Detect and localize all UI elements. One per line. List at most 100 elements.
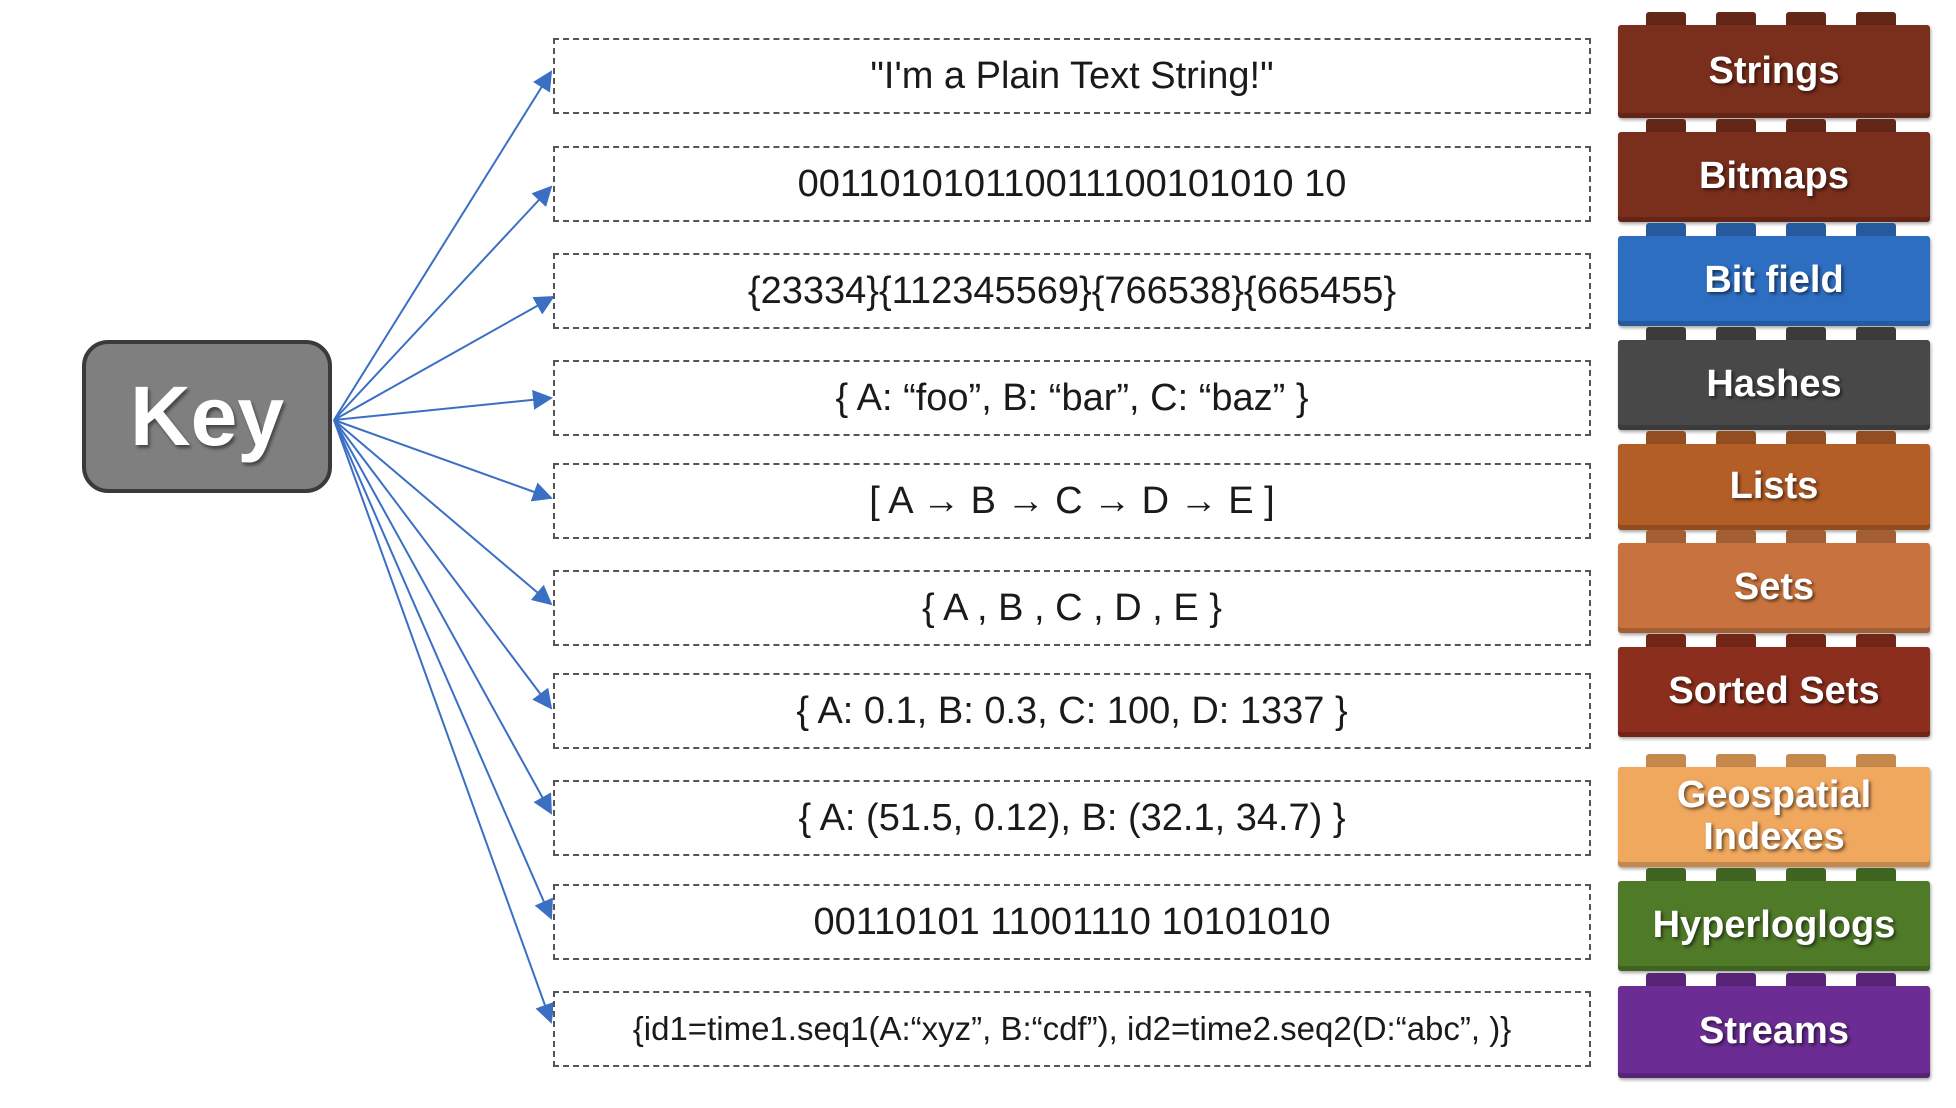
brick-stud — [1716, 530, 1756, 543]
brick-stud — [1646, 530, 1686, 543]
brick-stud — [1856, 223, 1896, 236]
brick-stud — [1786, 530, 1826, 543]
type-label: Streams — [1699, 1010, 1849, 1053]
brick-stud — [1716, 754, 1756, 767]
brick-stud — [1786, 431, 1826, 444]
brick-stud — [1786, 973, 1826, 986]
type-brick: Hashes — [1618, 327, 1930, 430]
value-box: {id1=time1.seq1(A:“xyz”, B:“cdf”), id2=t… — [553, 991, 1591, 1067]
value-box: 001101010110011100101010 10 — [553, 146, 1591, 222]
type-brick: Geospatial Indexes — [1618, 754, 1930, 867]
type-label-box: Hashes — [1618, 340, 1930, 430]
type-brick: Hyperloglogs — [1618, 868, 1930, 971]
value-box: [ A → B → C → D → E ] — [553, 463, 1591, 539]
type-label: Bitmaps — [1699, 155, 1849, 198]
brick-stud — [1646, 119, 1686, 132]
brick-stud — [1716, 119, 1756, 132]
value-text: { A: (51.5, 0.12), B: (32.1, 34.7) } — [798, 796, 1346, 839]
brick-stud — [1716, 973, 1756, 986]
type-label-box: Sets — [1618, 543, 1930, 633]
brick-stud — [1646, 754, 1686, 767]
value-text: { A: “foo”, B: “bar”, C: “baz” } — [835, 376, 1309, 419]
key-arrow — [333, 389, 553, 421]
brick-stud — [1716, 431, 1756, 444]
value-text: 00110101 11001110 10101010 — [813, 900, 1331, 943]
brick-stud — [1716, 634, 1756, 647]
value-box: "I'm a Plain Text String!" — [553, 38, 1591, 114]
key-arrow — [333, 419, 555, 1024]
value-text: "I'm a Plain Text String!" — [870, 54, 1274, 97]
value-text: { A: 0.1, B: 0.3, C: 100, D: 1337 } — [796, 689, 1348, 732]
brick-stud — [1856, 868, 1896, 881]
key-arrow — [333, 419, 553, 920]
type-brick: Strings — [1618, 12, 1930, 118]
value-text: {id1=time1.seq1(A:“xyz”, B:“cdf”), id2=t… — [632, 1010, 1512, 1047]
brick-stud — [1646, 973, 1686, 986]
brick-stud — [1646, 12, 1686, 25]
type-label-box: Sorted Sets — [1618, 647, 1930, 737]
type-label-box: Strings — [1618, 25, 1930, 118]
brick-stud — [1856, 431, 1896, 444]
brick-stud — [1856, 12, 1896, 25]
brick-stud — [1716, 327, 1756, 340]
brick-stud — [1786, 327, 1826, 340]
type-label: Strings — [1708, 49, 1840, 92]
value-text: [ A → B → C → D → E ] — [869, 479, 1275, 522]
type-label-box: Hyperloglogs — [1618, 881, 1930, 971]
brick-stud — [1646, 868, 1686, 881]
type-label-box: Bitmaps — [1618, 132, 1930, 222]
key-label: Key — [129, 369, 285, 463]
brick-stud — [1786, 754, 1826, 767]
type-label: Sets — [1733, 566, 1815, 609]
value-box: 00110101 11001110 10101010 — [553, 884, 1591, 960]
key-arrow — [333, 419, 553, 606]
brick-stud — [1786, 223, 1826, 236]
brick-stud — [1786, 634, 1826, 647]
brick-stud — [1786, 12, 1826, 25]
brick-stud — [1646, 223, 1686, 236]
brick-stud — [1716, 868, 1756, 881]
type-brick: Sorted Sets — [1618, 634, 1930, 737]
brick-stud — [1646, 431, 1686, 444]
type-label-box: Streams — [1618, 986, 1930, 1078]
type-label: Bit field — [1704, 259, 1844, 302]
type-label-box: Bit field — [1618, 236, 1930, 326]
type-label: Geospatial Indexes — [1676, 774, 1872, 858]
type-label: Hashes — [1706, 363, 1842, 406]
value-text: 001101010110011100101010 10 — [797, 162, 1347, 205]
type-label: Lists — [1729, 465, 1819, 508]
key-arrow — [333, 185, 553, 421]
brick-stud — [1716, 223, 1756, 236]
value-box: {23334}{112345569}{766538}{665455} — [553, 253, 1591, 329]
value-box: { A: (51.5, 0.12), B: (32.1, 34.7) } — [553, 780, 1591, 856]
type-brick: Streams — [1618, 973, 1930, 1078]
brick-stud — [1646, 634, 1686, 647]
brick-stud — [1856, 754, 1896, 767]
type-brick: Bit field — [1618, 223, 1930, 326]
brick-stud — [1856, 634, 1896, 647]
value-box: { A , B , C , D , E } — [553, 570, 1591, 646]
type-brick: Bitmaps — [1618, 119, 1930, 222]
value-box: { A: “foo”, B: “bar”, C: “baz” } — [553, 360, 1591, 436]
brick-stud — [1716, 12, 1756, 25]
value-box: { A: 0.1, B: 0.3, C: 100, D: 1337 } — [553, 673, 1591, 749]
brick-stud — [1856, 530, 1896, 543]
type-brick: Sets — [1618, 530, 1930, 633]
brick-stud — [1646, 327, 1686, 340]
brick-stud — [1856, 973, 1896, 986]
type-label-box: Geospatial Indexes — [1618, 767, 1930, 867]
brick-stud — [1856, 119, 1896, 132]
key-arrow — [333, 70, 553, 421]
key-arrow — [333, 419, 552, 815]
key-arrow — [333, 296, 555, 421]
type-brick: Lists — [1618, 431, 1930, 530]
key-arrow — [333, 419, 553, 502]
type-label: Hyperloglogs — [1652, 904, 1896, 947]
type-label: Sorted Sets — [1668, 670, 1880, 713]
brick-stud — [1856, 327, 1896, 340]
value-text: { A , B , C , D , E } — [922, 586, 1222, 629]
brick-stud — [1786, 868, 1826, 881]
value-text: {23334}{112345569}{766538}{665455} — [747, 269, 1397, 312]
key-box: Key — [82, 340, 332, 493]
